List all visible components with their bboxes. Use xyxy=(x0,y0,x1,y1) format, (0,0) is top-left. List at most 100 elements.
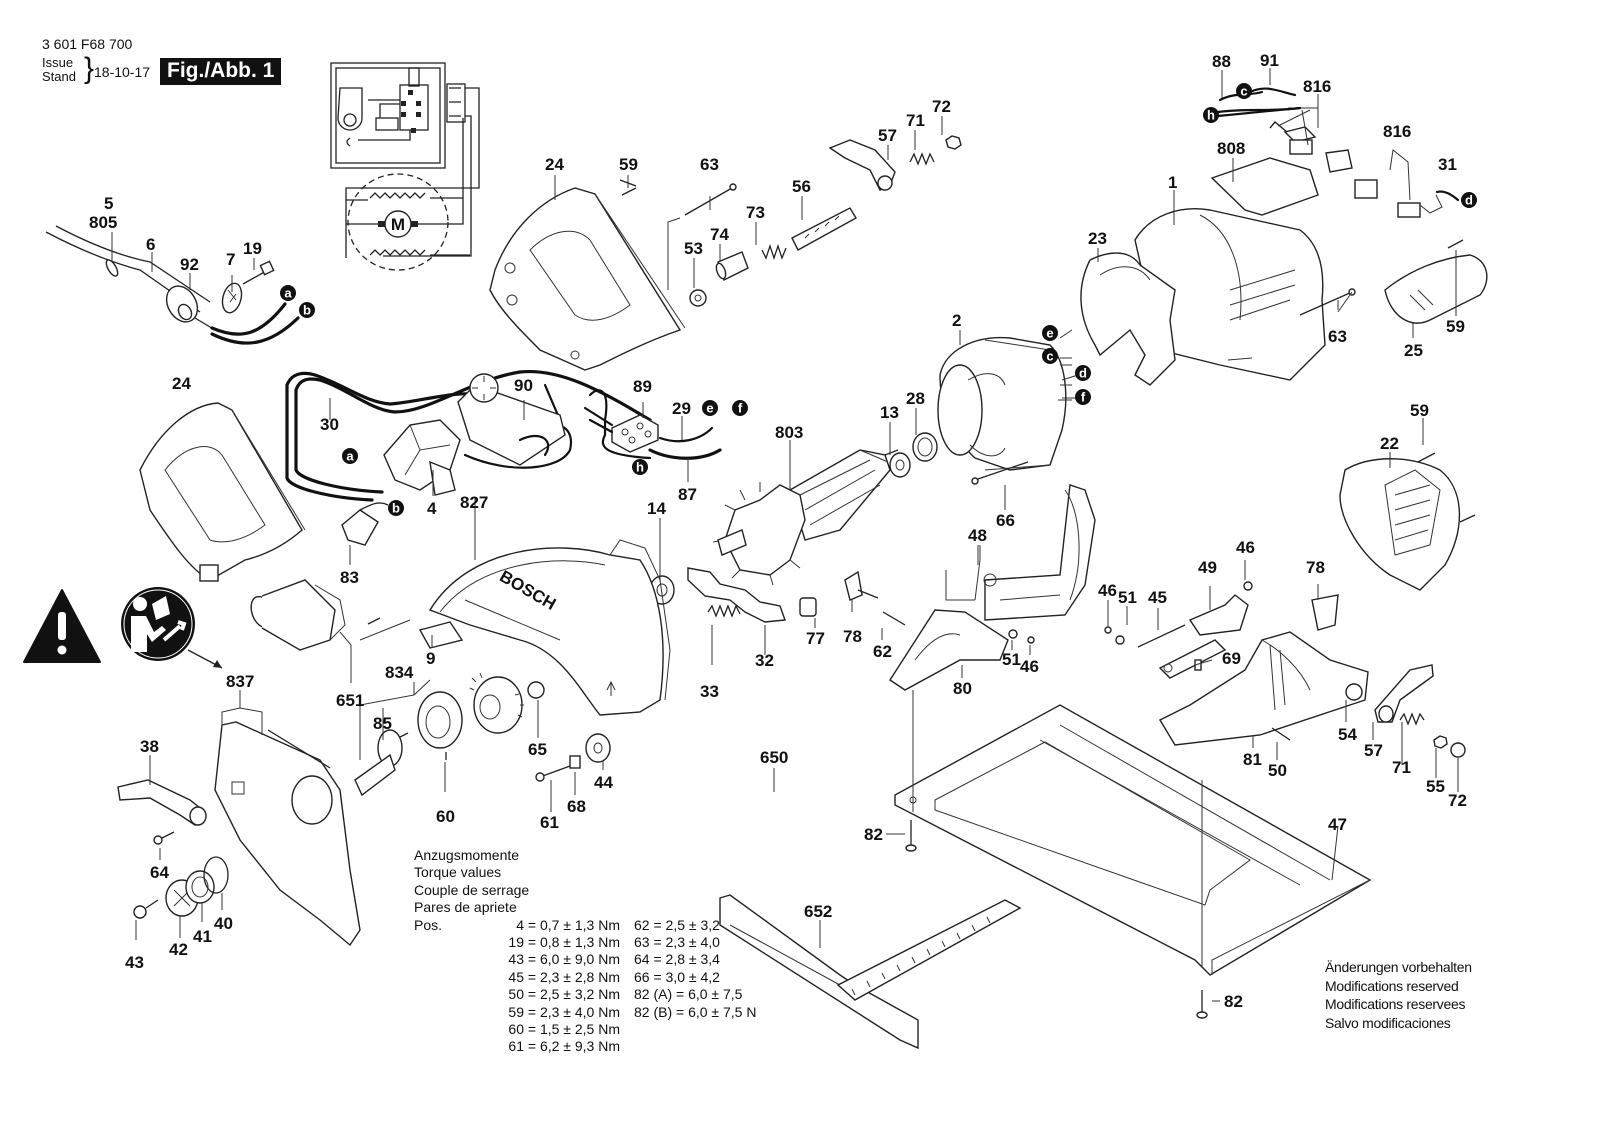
part-label: 72 xyxy=(932,97,951,116)
part-label: 43 xyxy=(125,953,144,972)
stand-label: Stand xyxy=(42,69,76,84)
part-label: 25 xyxy=(1404,341,1423,360)
part-label: 82 xyxy=(864,825,883,844)
svg-text:a: a xyxy=(346,449,354,464)
motor-housing-1 xyxy=(1080,157,1326,386)
handle-half-24-left xyxy=(139,402,306,582)
connector-markers: a b a b c h d e c d f e f h xyxy=(280,83,1477,516)
part-label: 44 xyxy=(594,773,613,792)
part-label: 32 xyxy=(755,651,774,670)
part-label: 85 xyxy=(373,714,392,733)
part-label: 816 xyxy=(1303,77,1331,96)
torque-row: 63 = 2,3 ± 4,0 xyxy=(634,934,720,951)
part-number: 3 601 F68 700 xyxy=(42,36,133,52)
part-label: 50 xyxy=(1268,761,1287,780)
part-label: 30 xyxy=(320,415,339,434)
part-label: 51 xyxy=(1118,588,1137,607)
part-label: 33 xyxy=(700,682,719,701)
connector-f: f xyxy=(1075,389,1091,405)
part-label: 6 xyxy=(146,235,155,254)
base-plate-47 xyxy=(894,704,1372,976)
svg-text:b: b xyxy=(392,501,400,516)
hex-key-650 xyxy=(695,788,810,832)
part-label: 808 xyxy=(1217,139,1245,158)
part-label: 7 xyxy=(226,250,235,269)
svg-text:c: c xyxy=(1240,84,1247,99)
slider-77 xyxy=(799,597,817,617)
part-label: 78 xyxy=(843,627,862,646)
tilt-segment-81 xyxy=(1159,631,1369,746)
wiring-schematic: M xyxy=(330,62,480,271)
part-label: 88 xyxy=(1212,52,1231,71)
part-label: 80 xyxy=(953,679,972,698)
part-label: 53 xyxy=(684,239,703,258)
part-label: 64 xyxy=(150,863,169,882)
part-label: 69 xyxy=(1222,649,1241,668)
part-label: 9 xyxy=(426,649,435,668)
linkage-49 xyxy=(1008,581,1253,679)
torque-row: 64 = 2,8 ± 3,4 xyxy=(634,951,720,968)
issue-stand-label: Issue Stand xyxy=(42,56,76,84)
motor-symbol: M xyxy=(391,215,405,234)
part-label: 57 xyxy=(878,126,897,145)
part-label: 61 xyxy=(540,813,559,832)
part-label: 24 xyxy=(172,374,191,393)
spindle-lock-assembly xyxy=(621,135,962,307)
svg-text:e: e xyxy=(1046,326,1053,341)
torque-title-fr: Couple de serrage xyxy=(414,881,530,898)
figure-label: Fig./Abb. 1 xyxy=(160,58,282,85)
terminal-block-89 xyxy=(583,406,722,460)
part-label: 13 xyxy=(880,403,899,422)
svg-text:b: b xyxy=(303,303,311,318)
wire-harness-30 xyxy=(285,369,652,502)
part-label: 38 xyxy=(140,737,159,756)
part-label: 72 xyxy=(1448,791,1467,810)
part-label: 63 xyxy=(700,155,719,174)
leader-lines xyxy=(111,68,1459,1002)
screw-50 xyxy=(1271,727,1291,741)
screw-62 xyxy=(882,611,906,626)
part-label: 652 xyxy=(804,902,832,921)
spring-33 xyxy=(707,604,741,618)
warning-triangle-icon xyxy=(23,589,101,663)
part-label: 68 xyxy=(567,797,586,816)
connector-a: a xyxy=(280,285,296,301)
connector-d: d xyxy=(1461,192,1477,208)
svg-text:f: f xyxy=(1081,390,1086,405)
notice-fr: Modifications reservees xyxy=(1325,996,1466,1012)
part-label: 59 xyxy=(1446,317,1465,336)
label-9 xyxy=(418,621,464,649)
part-label: 40 xyxy=(214,914,233,933)
part-label: 56 xyxy=(792,177,811,196)
connector-f: f xyxy=(732,400,748,416)
dust-nozzle-651 xyxy=(250,579,381,651)
part-label: 81 xyxy=(1243,750,1262,769)
issue-label: Issue xyxy=(42,55,74,70)
part-label: 91 xyxy=(1260,51,1279,70)
connector-b: b xyxy=(388,500,404,516)
gear-flange-834 xyxy=(354,672,545,797)
part-label: 92 xyxy=(180,255,199,274)
armature-803 xyxy=(712,449,899,586)
connector-h: h xyxy=(632,459,648,475)
fan-cover-22 xyxy=(1339,452,1476,591)
read-manual-icon xyxy=(121,587,195,661)
svg-text:h: h xyxy=(1207,108,1215,123)
part-label: 46 xyxy=(1020,657,1039,676)
part-label: 48 xyxy=(968,526,987,545)
part-label: 4 xyxy=(427,499,437,518)
part-label: 5 xyxy=(104,194,113,213)
torque-row: 19 = 0,8 ± 1,3 Nm xyxy=(508,934,620,951)
part-label: 2 xyxy=(952,311,961,330)
part-label: 65 xyxy=(528,740,547,759)
part-label: 49 xyxy=(1198,558,1217,577)
part-label: 19 xyxy=(243,239,262,258)
parallel-guide-652 xyxy=(719,894,1022,1050)
part-label: 71 xyxy=(1392,758,1411,777)
part-label: 803 xyxy=(775,423,803,442)
part-label: 834 xyxy=(385,663,414,682)
torque-column-a: 4 = 0,7 ± 1,3 Nm 19 = 0,8 ± 1,3 Nm 43 = … xyxy=(446,917,620,1056)
connector-c: c xyxy=(1042,348,1058,364)
